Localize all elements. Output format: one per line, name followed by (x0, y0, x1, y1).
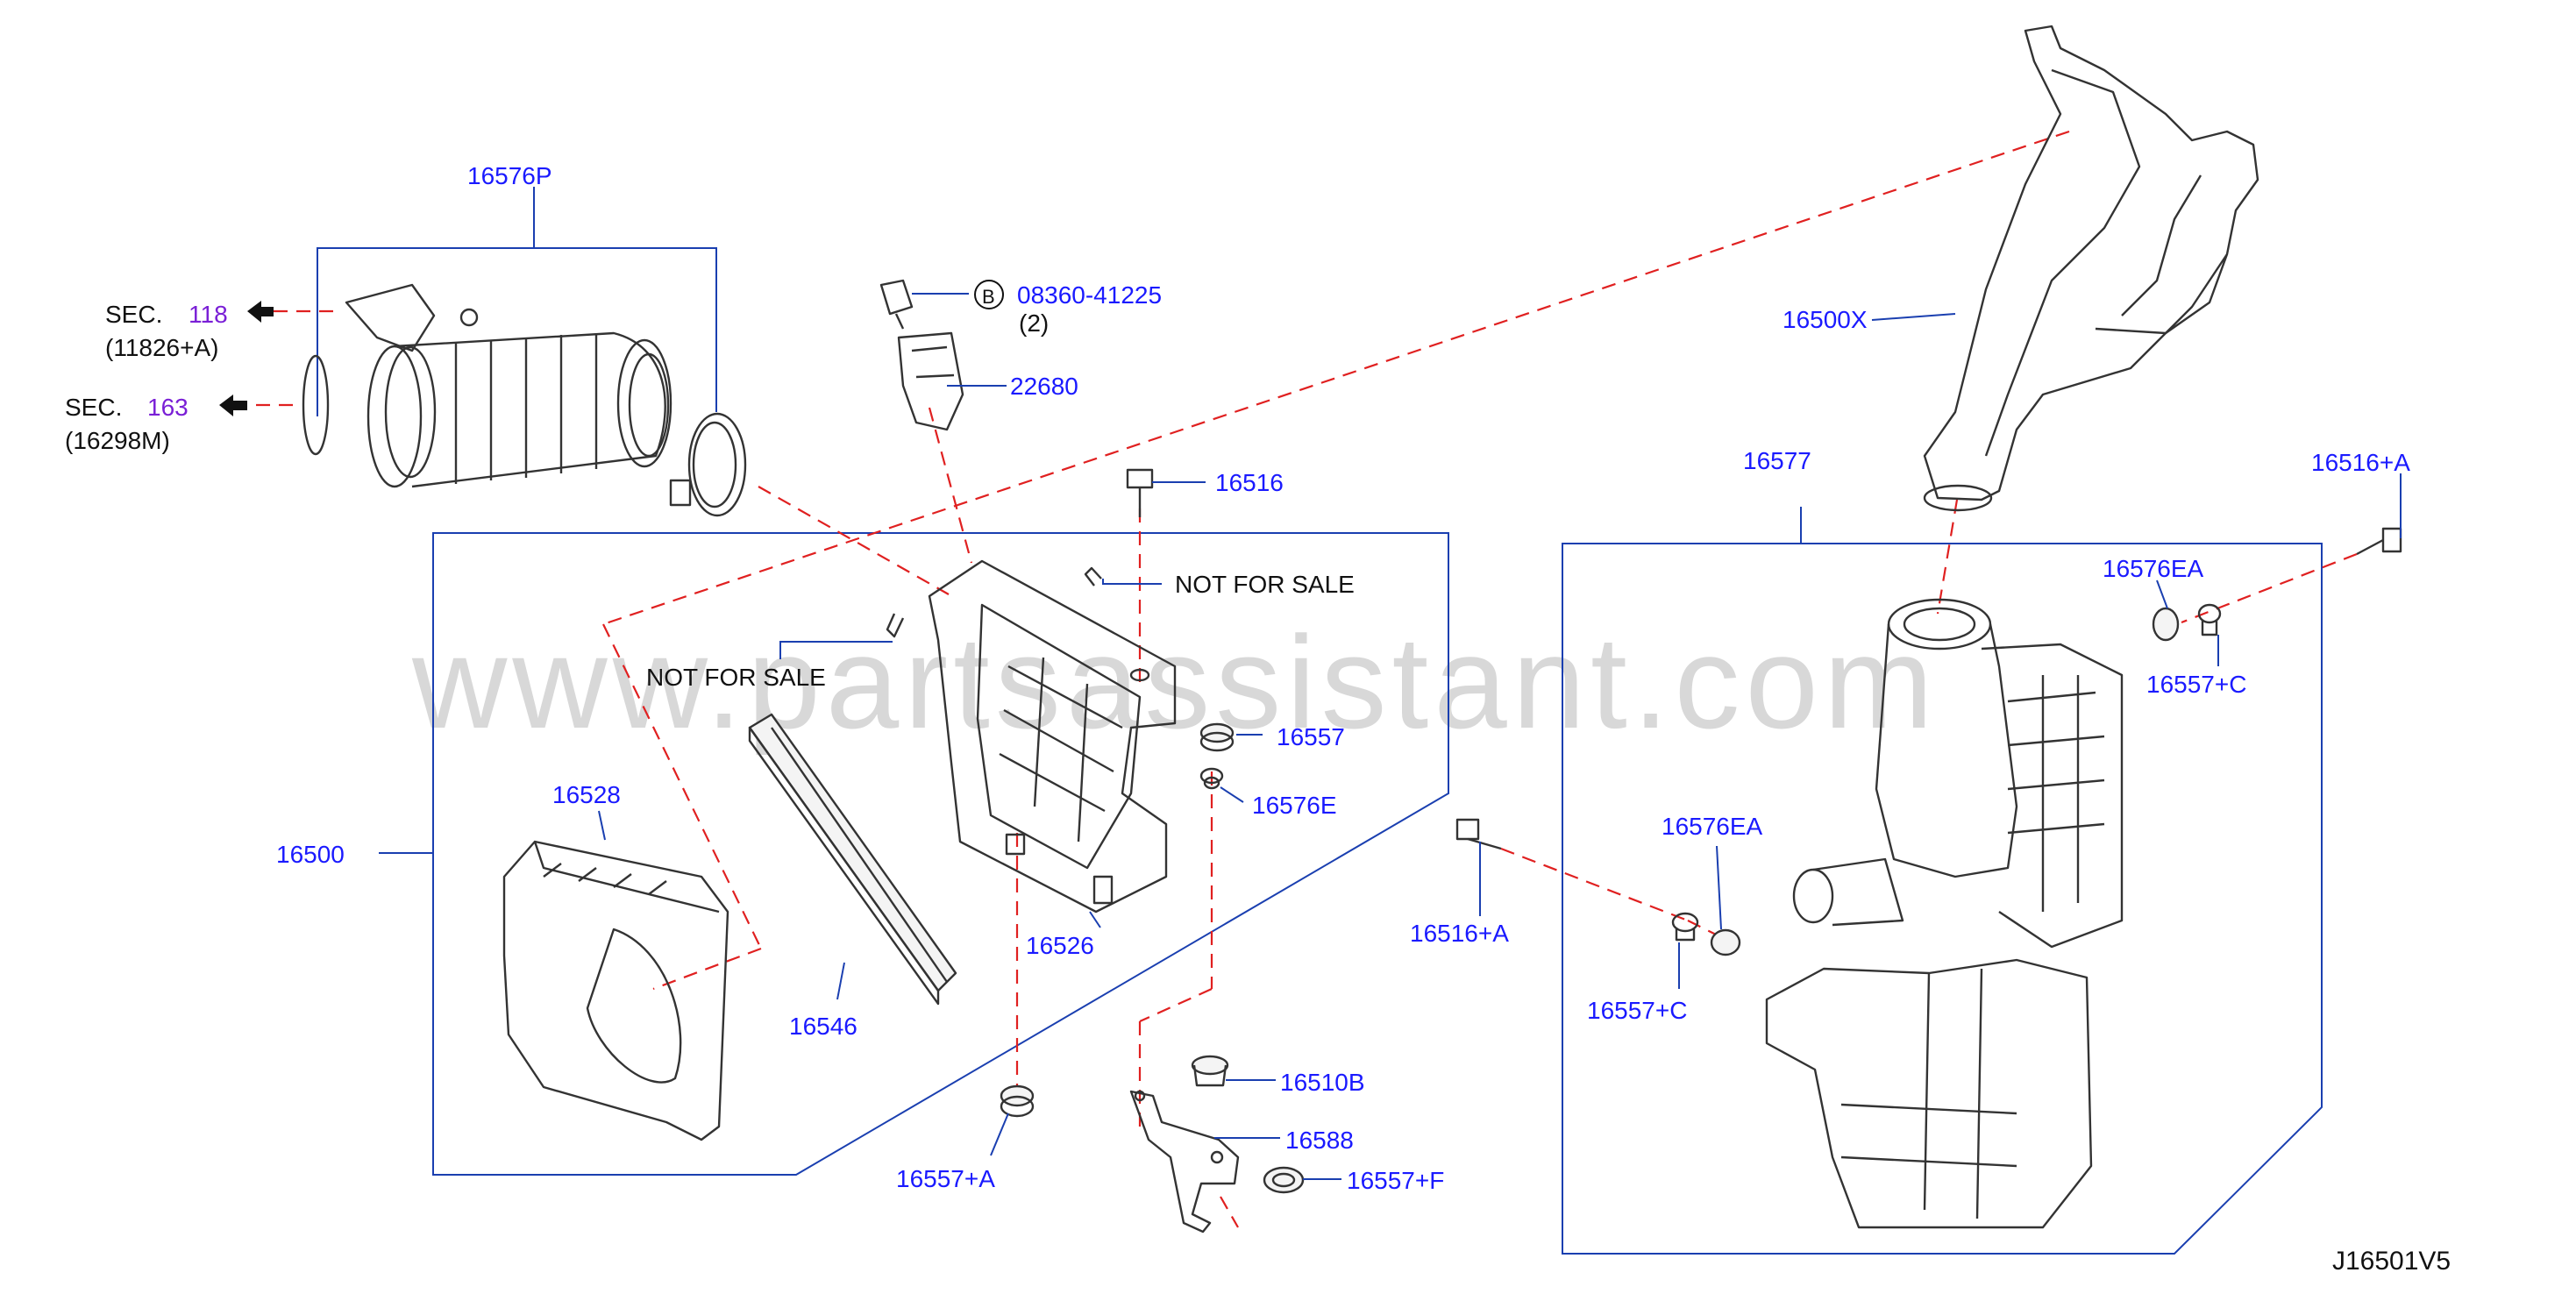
air-duct-16576P (302, 283, 747, 517)
bolt-16516A-mid (1455, 818, 1502, 850)
air-cleaner-housing-16526 (928, 559, 1177, 914)
air-filter-16546 (748, 713, 957, 1006)
group-box-16500 (432, 532, 1449, 1176)
bracket-16588 (1129, 1090, 1240, 1233)
bolt-16516 (1126, 468, 1154, 517)
alignment-lines (256, 130, 2358, 1228)
label-16557C-top: 16557+C (2146, 671, 2246, 698)
leader-lines (533, 187, 2402, 1180)
nut-16557A (1000, 1084, 1035, 1118)
label-16588: 16588 (1285, 1127, 1354, 1154)
air-inlet-duct-16500X (1923, 25, 2259, 512)
label-16510B: 16510B (1280, 1069, 1365, 1096)
grommet-16576E (1199, 767, 1224, 790)
resonator-16577 (1765, 598, 2124, 1229)
bolt-16516A-top (2356, 527, 2402, 556)
sec-sub-16298M: (16298M) (65, 427, 170, 454)
label-22680: 22680 (1010, 373, 1078, 400)
clip-not-for-sale-2 (886, 613, 905, 638)
label-16500X: 16500X (1783, 306, 1868, 333)
not-for-sale-label-2: NOT FOR SALE (646, 664, 826, 691)
label-16576EA-mid: 16576EA (1662, 813, 1763, 840)
label-16516: 16516 (1215, 469, 1284, 496)
grommet-16557C-mid (1671, 912, 1699, 942)
label-16557C-mid: 16557+C (1587, 997, 1687, 1024)
label-bolt-08360-41225: 08360-41225 (1017, 281, 1162, 309)
label-16516A-top: 16516+A (2311, 449, 2410, 476)
label-16546: 16546 (789, 1013, 857, 1040)
mass-airflow-sensor-22680 (879, 279, 964, 431)
group-box-16577 (1562, 543, 2323, 1255)
label-16557A: 16557+A (896, 1165, 995, 1192)
nut-16576EA-top (2152, 607, 2180, 642)
arrow-left-icon (247, 301, 274, 323)
air-cleaner-cover-16528 (502, 840, 729, 1141)
bolt-circle-letter: B (982, 286, 995, 308)
arrow-left-icon (219, 395, 247, 416)
label-16576E: 16576E (1252, 792, 1337, 819)
sec-label-2: SEC. (65, 394, 122, 421)
grommet-16557F (1263, 1166, 1305, 1194)
label-16557F: 16557+F (1347, 1167, 1444, 1194)
label-16526: 16526 (1026, 932, 1094, 959)
clip-not-for-sale-1 (1084, 566, 1102, 587)
label-16576P: 16576P (467, 162, 552, 189)
label-bolt-qty: (2) (1019, 309, 1049, 337)
diagram-code: J16501V5 (2332, 1247, 2451, 1276)
sec-number-118: 118 (189, 301, 228, 328)
nut-16557 (1199, 722, 1235, 752)
nut-16510B (1191, 1055, 1229, 1087)
watermark: www.partsassistant.com (411, 608, 1939, 756)
circle-b-icon (974, 280, 1004, 309)
not-for-sale-label-1: NOT FOR SALE (1175, 571, 1355, 598)
sec-label-1: SEC. (105, 301, 162, 328)
label-16500: 16500 (276, 841, 345, 868)
label-16576EA-top: 16576EA (2103, 555, 2204, 582)
sec-number-163: 163 (147, 394, 189, 421)
sec-sub-11826A: (11826+A) (105, 334, 218, 361)
label-16577: 16577 (1743, 447, 1811, 474)
nut-16576EA-mid (1710, 928, 1741, 956)
label-16557: 16557 (1277, 723, 1345, 750)
group-bracket-16576P (317, 247, 717, 416)
label-16516A-mid: 16516+A (1410, 920, 1509, 947)
grommet-16557C-top (2197, 603, 2222, 636)
label-16528: 16528 (552, 781, 621, 808)
